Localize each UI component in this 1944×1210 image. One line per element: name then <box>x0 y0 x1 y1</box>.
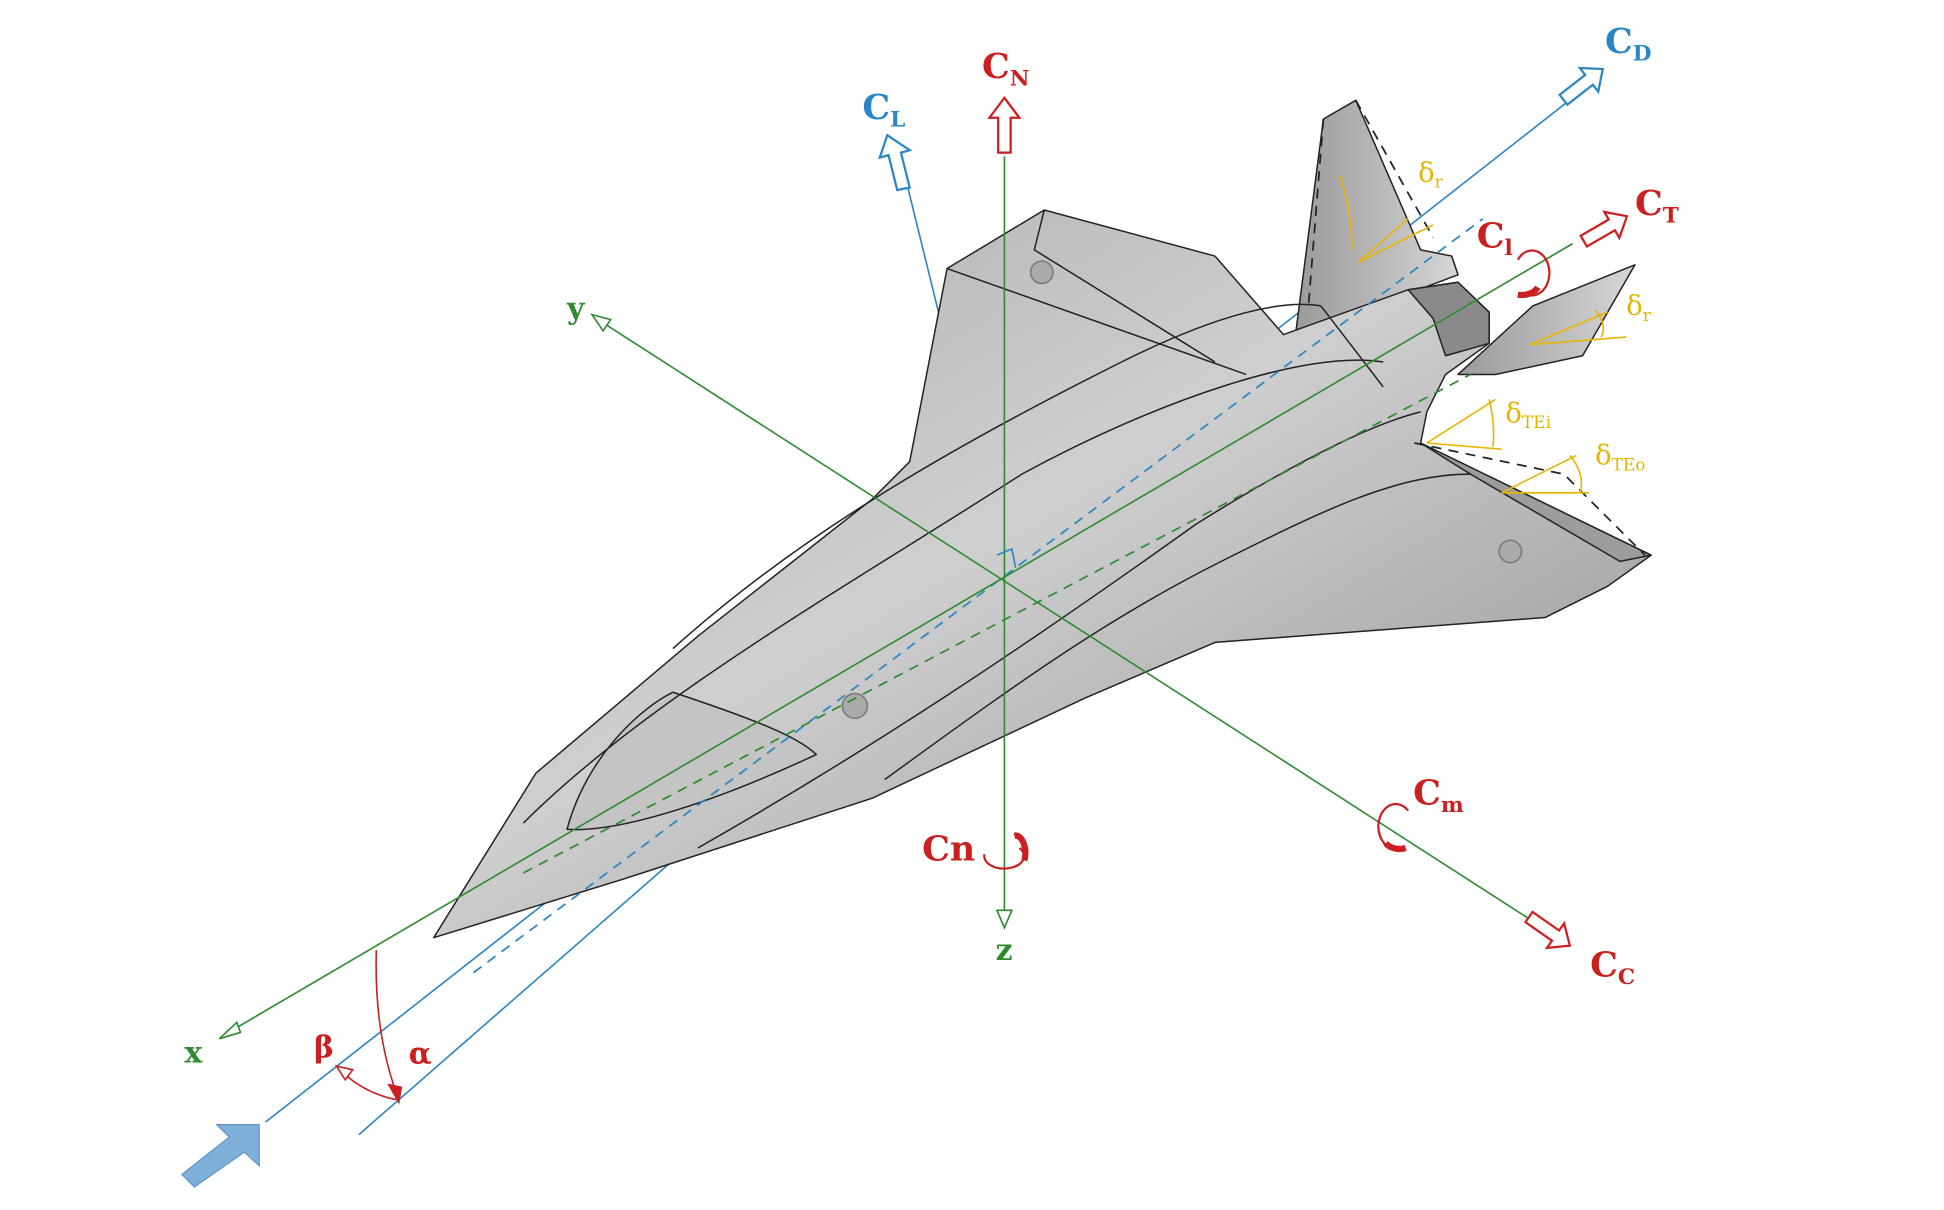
freestream-arrow-icon <box>181 1124 260 1188</box>
wind-dashed-line <box>473 217 1484 974</box>
cm-label: Cm <box>1413 772 1464 817</box>
marker-wing-right <box>1498 539 1523 564</box>
cd-arrow-icon <box>1558 66 1605 107</box>
z-axis-label: z <box>996 933 1013 968</box>
aircraft-body <box>432 99 1652 939</box>
te-outer-label: δTEo <box>1595 440 1645 475</box>
cl-arrow-icon <box>878 133 913 192</box>
cm-moment-icon <box>1377 802 1410 850</box>
cl-moment-icon <box>1516 249 1551 297</box>
rudder-left-label: δr <box>1418 157 1444 192</box>
cn-label: CN <box>982 46 1030 91</box>
te-inner-label: δTEi <box>1505 398 1551 433</box>
cn-moment-label: Cn <box>922 828 975 869</box>
x-dashed-line <box>522 373 1471 874</box>
cn-arrow-icon <box>987 95 1022 154</box>
x-axis <box>223 242 1574 1036</box>
ct-arrow-icon <box>1579 210 1629 249</box>
y-arrowhead-icon <box>590 313 612 333</box>
rudder-right-label: δr <box>1626 291 1652 326</box>
beta-label: β <box>314 1030 334 1065</box>
cc-arrow-icon <box>1523 910 1572 950</box>
cc-label: CC <box>1590 944 1635 989</box>
vertical-tail-right <box>1457 264 1636 376</box>
x-axis-label: x <box>184 1035 203 1070</box>
alpha-label: α <box>409 1037 432 1072</box>
z-arrowhead-icon <box>995 909 1014 930</box>
marker-nose <box>841 692 869 720</box>
alpha-arc <box>375 950 400 1101</box>
rudder-deflected-outline <box>1307 118 1325 306</box>
cl-moment-label: Cl <box>1477 215 1513 260</box>
deflection-angles <box>1338 174 1627 494</box>
cl-label: CL <box>862 87 905 132</box>
elevon <box>1419 442 1652 563</box>
cd-label: CD <box>1605 21 1652 66</box>
marker-wing <box>1029 260 1054 285</box>
y-axis-label: y <box>566 291 586 326</box>
x-arrowhead-icon <box>218 1021 242 1040</box>
nozzle <box>1407 281 1490 357</box>
ct-label: CT <box>1635 183 1679 228</box>
